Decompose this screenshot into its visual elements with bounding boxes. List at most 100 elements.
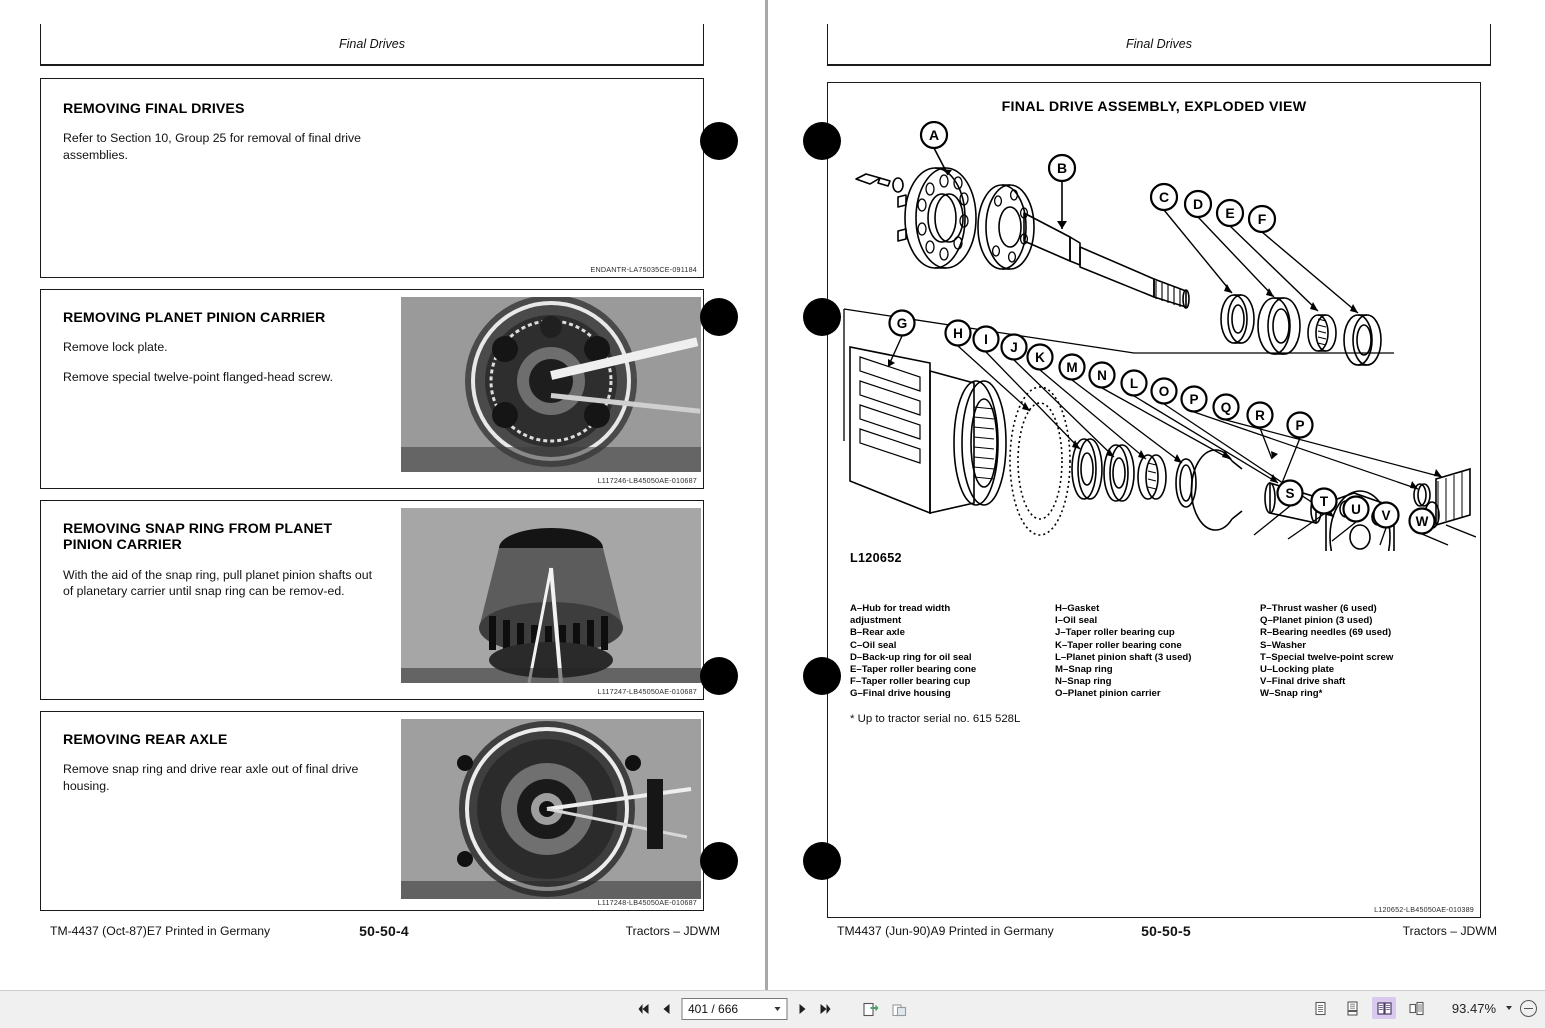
view-mode-two-page-icon[interactable] — [1372, 997, 1396, 1019]
legend-item: L–Planet pinion shaft (3 used) — [1055, 651, 1192, 663]
svg-text:E: E — [1225, 205, 1234, 221]
photo-planet-pinion-carrier — [401, 297, 701, 472]
figure-reference-code: L120652 — [850, 551, 902, 565]
callout-group-lower: G H I J K — [887, 309, 1443, 518]
svg-text:L: L — [1130, 376, 1138, 391]
legend-column-1: A–Hub for tread width adjustment B–Rear … — [850, 603, 1055, 700]
callout-group-upper: A B C D — [919, 121, 1359, 314]
section-removing-snap-ring-from-planet-pinion-carrier: REMOVING SNAP RING FROM PLANET PINION CA… — [40, 500, 704, 700]
legend-item: N–Snap ring — [1055, 676, 1112, 688]
legend-item: J–Taper roller bearing cup — [1055, 627, 1175, 639]
legend-item: H–Gasket — [1055, 603, 1100, 614]
page-right-content: Final Drives FINAL DRIVE ASSEMBLY, EXPLO… — [801, 6, 1521, 966]
footer-left-page-no: 50-50-4 — [359, 923, 409, 939]
view-mode-single-page-icon[interactable] — [1308, 997, 1332, 1019]
section-2-paragraph-2: Remove special twelve-point flanged-head… — [63, 369, 333, 384]
section-3-figure-code: L117247-LB45050AE-010687 — [597, 687, 697, 696]
page-right-footer: TM4437 (Jun-90)A9 Printed in Germany 50-… — [827, 923, 1505, 944]
punch-hole — [803, 122, 841, 160]
legend-column-3: P–Thrust washer (6 used) Q–Planet pinion… — [1260, 603, 1468, 700]
view-mode-continuous-scroll-icon[interactable] — [1340, 997, 1364, 1019]
figure-credit-code: L120652-LB45050AE-010389 — [1374, 905, 1474, 914]
legend-item: V–Final drive shaft — [1260, 676, 1346, 688]
first-page-icon[interactable] — [635, 997, 651, 1021]
section-3-paragraph: With the aid of the snap ring, pull plan… — [63, 567, 372, 598]
pdf-viewer-canvas[interactable]: Final Drives REMOVING FINAL DRIVES Refer… — [0, 0, 1545, 990]
section-2-body: Remove lock plate. Remove special twelve… — [63, 339, 373, 384]
chevron-down-icon[interactable] — [774, 1007, 780, 1011]
legend-item: T–Special twelve-point screw — [1260, 651, 1394, 663]
page-left[interactable]: Final Drives REMOVING FINAL DRIVES Refer… — [0, 0, 768, 990]
extract-page-icon[interactable] — [859, 998, 881, 1020]
running-header-right: Final Drives — [827, 24, 1491, 66]
parts-legend: A–Hub for tread width adjustment B–Rear … — [850, 603, 1468, 700]
section-removing-final-drives: REMOVING FINAL DRIVES Refer to Section 1… — [40, 78, 704, 278]
punch-hole — [803, 298, 841, 336]
view-mode-book-view-icon[interactable] — [1404, 997, 1428, 1019]
page-navigation-group — [635, 997, 910, 1021]
svg-text:P: P — [1295, 418, 1304, 433]
page-left-content: Final Drives REMOVING FINAL DRIVES Refer… — [24, 6, 744, 966]
legend-item: C–Oil seal — [850, 639, 897, 651]
view-controls-group: 93.47% — [1308, 997, 1537, 1019]
svg-text:C: C — [1159, 189, 1169, 205]
svg-text:R: R — [1255, 408, 1265, 423]
svg-text:I: I — [984, 332, 988, 347]
footer-left-doc-id: TM-4437 (Oct-87)E7 Printed in Germany — [50, 924, 271, 938]
section-removing-planet-pinion-carrier: REMOVING PLANET PINION CARRIER Remove lo… — [40, 289, 704, 489]
section-1-body: Refer to Section 10, Group 25 for remova… — [63, 130, 393, 162]
previous-page-icon[interactable] — [658, 997, 674, 1021]
page-left-footer: TM-4437 (Oct-87)E7 Printed in Germany 50… — [40, 923, 728, 944]
svg-text:V: V — [1381, 508, 1390, 523]
section-4-figure-code: L117248-LB45050AE-010687 — [597, 898, 697, 907]
legend-item: O–Planet pinion carrier — [1055, 688, 1161, 700]
legend-item: R–Bearing needles (69 used) — [1260, 627, 1392, 639]
svg-text:K: K — [1035, 350, 1045, 365]
last-page-icon[interactable] — [817, 997, 833, 1021]
section-1-paragraph: Refer to Section 10, Group 25 for remova… — [63, 131, 362, 162]
footer-right-page-no: 50-50-5 — [1141, 923, 1191, 939]
svg-text:S: S — [1285, 486, 1294, 501]
legend-item: F–Taper roller bearing cup — [850, 676, 971, 688]
figure-title: FINAL DRIVE ASSEMBLY, EXPLODED VIEW — [1001, 99, 1307, 115]
punch-hole — [700, 298, 738, 336]
svg-text:M: M — [1066, 360, 1077, 375]
legend-item: A–Hub for tread width — [850, 603, 951, 614]
legend-item: D–Back-up ring for oil seal — [850, 651, 972, 663]
next-page-icon[interactable] — [794, 997, 810, 1021]
svg-text:N: N — [1097, 368, 1107, 383]
legend-item: S–Washer — [1260, 639, 1307, 651]
legend-item: I–Oil seal — [1055, 615, 1098, 627]
section-2-figure-code: L117246-LB45050AE-010687 — [597, 476, 697, 485]
zoom-out-icon[interactable] — [1520, 999, 1537, 1017]
page-number-field[interactable] — [681, 998, 787, 1020]
punch-hole — [700, 122, 738, 160]
figure-final-drive-assembly: FINAL DRIVE ASSEMBLY, EXPLODED VIEW — [827, 82, 1481, 918]
photo-snap-ring-removal — [401, 508, 701, 683]
zoom-chevron-down-icon[interactable] — [1506, 1006, 1512, 1010]
legend-item: G–Final drive housing — [850, 688, 951, 700]
running-header-left: Final Drives — [40, 24, 704, 66]
punch-hole — [803, 842, 841, 880]
section-4-title: REMOVING REAR AXLE — [63, 732, 228, 748]
page-number-input[interactable] — [686, 1001, 772, 1017]
svg-text:P: P — [1189, 392, 1198, 407]
section-1-figure-code: ENDANTR-LA75035CE-091184 — [590, 265, 697, 274]
footer-right-product: Tractors – JDWM — [1402, 924, 1497, 938]
legend-item: P–Thrust washer (6 used) — [1260, 603, 1377, 614]
svg-text:W: W — [1416, 514, 1429, 529]
punch-hole — [700, 842, 738, 880]
svg-text:B: B — [1057, 160, 1067, 176]
section-removing-rear-axle: REMOVING REAR AXLE Remove snap ring and … — [40, 711, 704, 911]
legend-item: W–Snap ring* — [1260, 688, 1323, 700]
duplicate-page-icon[interactable] — [888, 998, 910, 1020]
svg-text:T: T — [1320, 494, 1329, 509]
exploded-view-drawing: A B C D — [843, 121, 1476, 551]
callout-group-right: S T U V W — [1253, 479, 1449, 546]
svg-text:O: O — [1159, 384, 1170, 399]
svg-text:U: U — [1351, 502, 1361, 517]
footer-left-product: Tractors – JDWM — [625, 924, 720, 938]
section-3-body: With the aid of the snap ring, pull plan… — [63, 567, 383, 599]
running-header-left-text: Final Drives — [339, 37, 405, 51]
page-right[interactable]: Final Drives FINAL DRIVE ASSEMBLY, EXPLO… — [771, 0, 1539, 990]
